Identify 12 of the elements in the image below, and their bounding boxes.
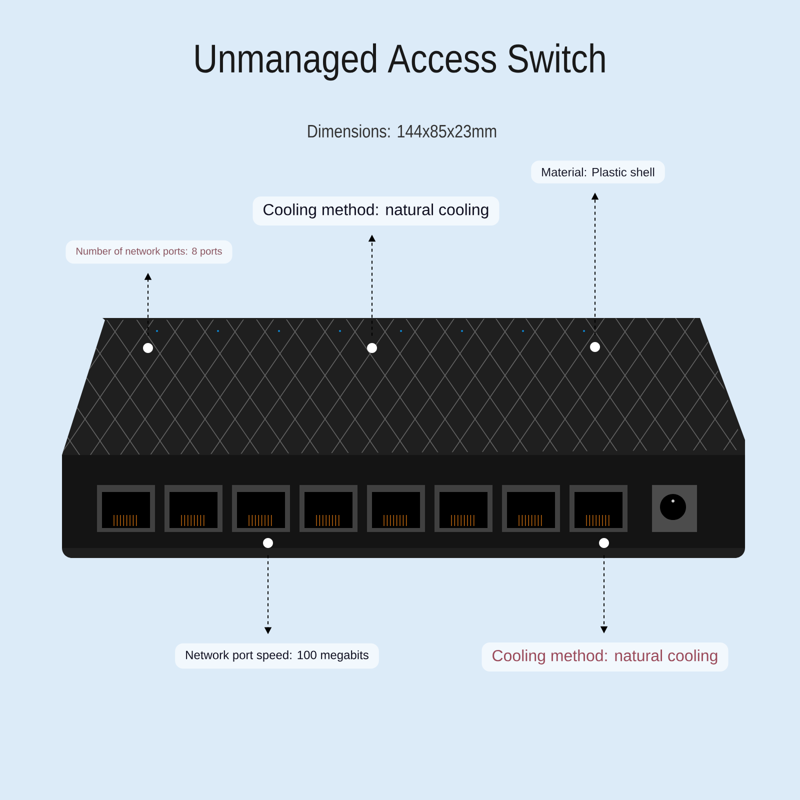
callout-text: Material: Plastic shell <box>531 160 665 184</box>
marker-dot <box>599 538 609 548</box>
callout-text: Cooling method: natural cooling <box>482 642 728 672</box>
callout-text: Cooling method: natural cooling <box>252 196 500 226</box>
marker-dot <box>143 343 153 353</box>
callout-text: Number of network ports: 8 ports <box>66 240 232 264</box>
marker-dot <box>367 343 377 353</box>
marker-dot <box>263 538 273 548</box>
dimension-text: Dimensions: 144x85x23mm <box>308 124 496 138</box>
callout-text: Network port speed: 100 megabits <box>175 643 379 669</box>
marker-dot <box>590 342 600 352</box>
title: Unmanaged Access Switch <box>196 43 605 81</box>
